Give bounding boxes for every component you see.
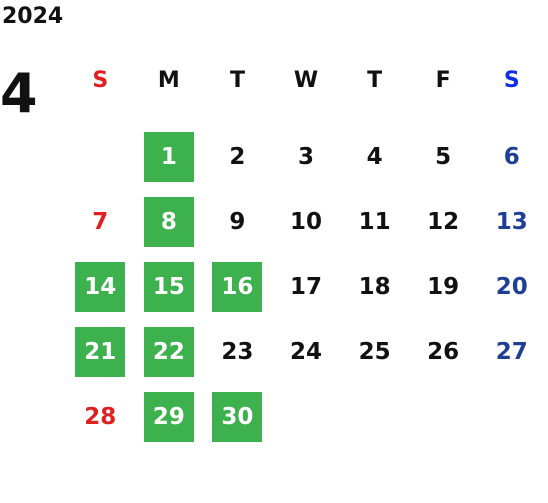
calendar-day[interactable]: 25 (358, 338, 391, 365)
calendar-day-cell (340, 384, 409, 449)
weekday-header-thu: T (367, 68, 383, 93)
calendar-year: 2024 (2, 4, 64, 29)
calendar-day-highlighted[interactable]: 30 (212, 391, 263, 442)
calendar-day-highlighted[interactable]: 22 (143, 326, 194, 377)
calendar-week-row: 1 2 3 4 5 6 (66, 124, 546, 189)
calendar-day-cell: 5 (409, 124, 478, 189)
calendar-day-cell: 16 (203, 254, 272, 319)
calendar-day-cell: 6 (477, 124, 546, 189)
calendar-day-cell: 15 (135, 254, 204, 319)
calendar-day-empty (350, 392, 400, 442)
calendar-day-cell: 26 (409, 319, 478, 384)
calendar-day-cell: 27 (477, 319, 546, 384)
calendar-day-empty (418, 392, 468, 442)
calendar-day-cell: 3 (272, 124, 341, 189)
calendar-day-empty (281, 392, 331, 442)
calendar-day[interactable]: 2 (229, 143, 246, 170)
calendar-day-cell: 4 (340, 124, 409, 189)
weekday-header-tue: T (229, 68, 245, 93)
calendar-day-cell: 13 (477, 189, 546, 254)
calendar-day-cell: 8 (135, 189, 204, 254)
calendar-week-row: 14 15 16 17 18 19 20 (66, 254, 546, 319)
calendar-day-cell: 30 (203, 384, 272, 449)
calendar-day-cell: 14 (66, 254, 135, 319)
calendar-day-cell: 29 (135, 384, 204, 449)
calendar-week-row: 28 29 30 (66, 384, 546, 449)
weekday-header-sat: S (503, 68, 520, 93)
calendar-day[interactable]: 10 (290, 208, 323, 235)
calendar-day-cell: 21 (66, 319, 135, 384)
calendar-week-row: 7 8 9 10 11 12 13 (66, 189, 546, 254)
calendar-day-cell (66, 124, 135, 189)
weekday-header-sun: S (92, 68, 109, 93)
calendar-day-cell: 2 (203, 124, 272, 189)
calendar-day[interactable]: 13 (495, 208, 528, 235)
calendar-day[interactable]: 26 (427, 338, 460, 365)
calendar-day-highlighted[interactable]: 15 (143, 261, 194, 312)
calendar-day-cell: 7 (66, 189, 135, 254)
calendar-day-cell: 28 (66, 384, 135, 449)
calendar-day-empty (487, 392, 537, 442)
calendar-month: 4 (0, 62, 38, 125)
calendar-day[interactable]: 27 (495, 338, 528, 365)
calendar-day-cell: 18 (340, 254, 409, 319)
calendar-day[interactable]: 20 (495, 273, 528, 300)
calendar-day-highlighted[interactable]: 1 (143, 131, 194, 182)
calendar-day[interactable]: 7 (92, 208, 109, 235)
calendar-day[interactable]: 9 (229, 208, 246, 235)
calendar-day-cell (272, 384, 341, 449)
calendar-day[interactable]: 24 (290, 338, 323, 365)
calendar-day-cell: 23 (203, 319, 272, 384)
calendar-day-highlighted[interactable]: 21 (75, 326, 126, 377)
calendar-day-cell: 10 (272, 189, 341, 254)
calendar-day[interactable]: 17 (290, 273, 323, 300)
calendar-day-highlighted[interactable]: 16 (212, 261, 263, 312)
calendar-day-cell: 11 (340, 189, 409, 254)
calendar-day-cell: 20 (477, 254, 546, 319)
calendar-day-highlighted[interactable]: 8 (143, 196, 194, 247)
calendar-day[interactable]: 4 (366, 143, 383, 170)
calendar-day-highlighted[interactable]: 14 (75, 261, 126, 312)
calendar-day[interactable]: 19 (427, 273, 460, 300)
weekday-header-mon: M (157, 68, 180, 93)
calendar-day[interactable]: 28 (84, 403, 117, 430)
weekday-header-row: S M T W T F S (66, 60, 546, 102)
calendar-day-empty (75, 132, 125, 182)
calendar-day-cell: 12 (409, 189, 478, 254)
calendar-day[interactable]: 23 (221, 338, 254, 365)
calendar-day-cell (477, 384, 546, 449)
weekday-header-wed: W (293, 68, 319, 93)
calendar-day-cell: 24 (272, 319, 341, 384)
calendar-day[interactable]: 12 (427, 208, 460, 235)
calendar-day-highlighted[interactable]: 29 (143, 391, 194, 442)
calendar-day-cell: 9 (203, 189, 272, 254)
calendar-day[interactable]: 5 (435, 143, 452, 170)
calendar-day-cell (409, 384, 478, 449)
weekday-header-fri: F (435, 68, 451, 93)
calendar-week-row: 21 22 23 24 25 26 27 (66, 319, 546, 384)
calendar-day[interactable]: 6 (503, 143, 520, 170)
calendar-day[interactable]: 18 (358, 273, 391, 300)
calendar-day-cell: 17 (272, 254, 341, 319)
calendar-day-cell: 1 (135, 124, 204, 189)
calendar-day-cell: 19 (409, 254, 478, 319)
calendar-day-cell: 25 (340, 319, 409, 384)
calendar-day-cell: 22 (135, 319, 204, 384)
calendar-day[interactable]: 3 (298, 143, 315, 170)
calendar-day[interactable]: 11 (358, 208, 391, 235)
